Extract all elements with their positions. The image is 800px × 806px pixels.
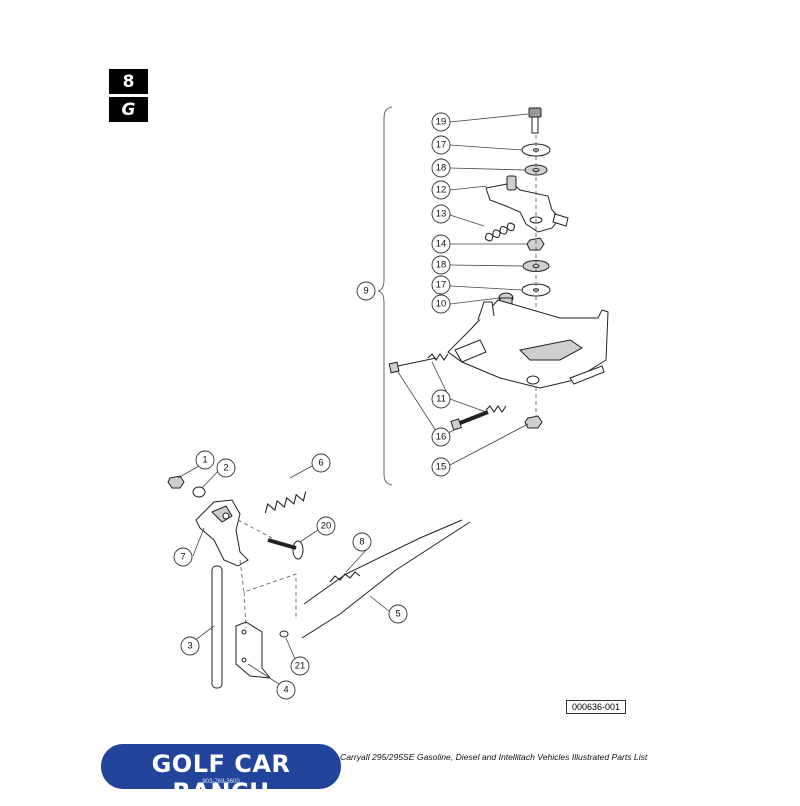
spring-part <box>329 571 361 583</box>
svg-text:17: 17 <box>436 280 447 291</box>
callout-17-lower: 17 <box>431 275 451 295</box>
svg-text:11: 11 <box>436 394 446 405</box>
rod-part <box>211 565 223 689</box>
callout-5: 5 <box>388 604 408 624</box>
bolt-part <box>528 107 542 134</box>
callout-18-lower: 18 <box>431 255 451 275</box>
mounting-bracket-part <box>447 299 609 389</box>
pin-part <box>279 630 289 638</box>
svg-text:18: 18 <box>436 260 447 271</box>
svg-text:7: 7 <box>180 552 185 563</box>
bracket-part <box>235 621 272 679</box>
svg-text:3: 3 <box>187 641 192 652</box>
drawing-number-label: 000636-001 <box>566 700 626 714</box>
spring-part <box>485 405 507 413</box>
callout-9: 9 <box>356 281 376 301</box>
callout-18-upper: 18 <box>431 158 451 178</box>
svg-text:12: 12 <box>436 185 447 196</box>
svg-text:5: 5 <box>395 609 400 620</box>
bolt-part <box>450 410 489 431</box>
assembly-bracket <box>377 106 393 486</box>
callout-15: 15 <box>431 457 451 477</box>
pedal-lever-part <box>195 499 249 567</box>
leader-lines <box>177 113 529 687</box>
callout-21: 21 <box>290 656 310 676</box>
callout-7: 7 <box>173 547 193 567</box>
svg-text:14: 14 <box>436 239 447 250</box>
cable-part <box>303 519 463 605</box>
svg-text:15: 15 <box>436 462 447 473</box>
nut-part <box>526 237 545 251</box>
projection-line <box>237 519 297 629</box>
svg-text:6: 6 <box>318 458 323 469</box>
svg-text:20: 20 <box>321 521 332 532</box>
callout-1: 1 <box>195 450 215 470</box>
logo-phone: 903-769-3600 <box>202 779 240 785</box>
callout-4: 4 <box>276 680 296 700</box>
svg-text:21: 21 <box>295 661 306 672</box>
callout-13: 13 <box>431 204 451 224</box>
callout-19: 19 <box>431 112 451 132</box>
cable-part <box>301 521 471 639</box>
callout-16: 16 <box>431 427 451 447</box>
nut-part <box>524 415 543 429</box>
spring-part <box>264 491 307 514</box>
golf-car-ranch-logo: GOLF CAR RANCH 903-769-3600 <box>101 744 341 806</box>
svg-text:8: 8 <box>359 537 364 548</box>
section-number-tab: 8 <box>109 69 148 94</box>
nut-part <box>167 475 185 489</box>
svg-text:4: 4 <box>283 685 288 696</box>
svg-text:13: 13 <box>436 209 447 220</box>
logo-name: GOLF CAR RANCH <box>151 750 291 806</box>
callout-17-upper: 17 <box>431 135 451 155</box>
callout-12: 12 <box>431 180 451 200</box>
callout-3: 3 <box>180 636 200 656</box>
callout-11: 11 <box>431 389 451 409</box>
svg-text:2: 2 <box>223 463 228 474</box>
callout-14: 14 <box>431 234 451 254</box>
callout-20: 20 <box>316 516 336 536</box>
spring-part <box>427 353 449 361</box>
svg-text:16: 16 <box>436 432 447 443</box>
callout-8: 8 <box>352 532 372 552</box>
footer-caption: Carryall 295/295SE Gasoline, Diesel and … <box>340 752 648 762</box>
callout-2: 2 <box>216 458 236 478</box>
svg-text:19: 19 <box>436 117 447 128</box>
svg-text:18: 18 <box>436 163 447 174</box>
callout-10: 10 <box>431 294 451 314</box>
svg-text:1: 1 <box>202 455 207 466</box>
lever-plate-part <box>485 175 569 233</box>
callout-6: 6 <box>311 453 331 473</box>
svg-text:10: 10 <box>436 299 447 310</box>
clevis-pin-part <box>267 538 304 560</box>
svg-text:9: 9 <box>363 286 368 297</box>
washer-part <box>192 486 206 498</box>
bolt-part <box>388 357 437 374</box>
spring-part <box>484 222 516 242</box>
svg-text:17: 17 <box>436 140 447 151</box>
section-letter-tab: G <box>109 97 148 122</box>
